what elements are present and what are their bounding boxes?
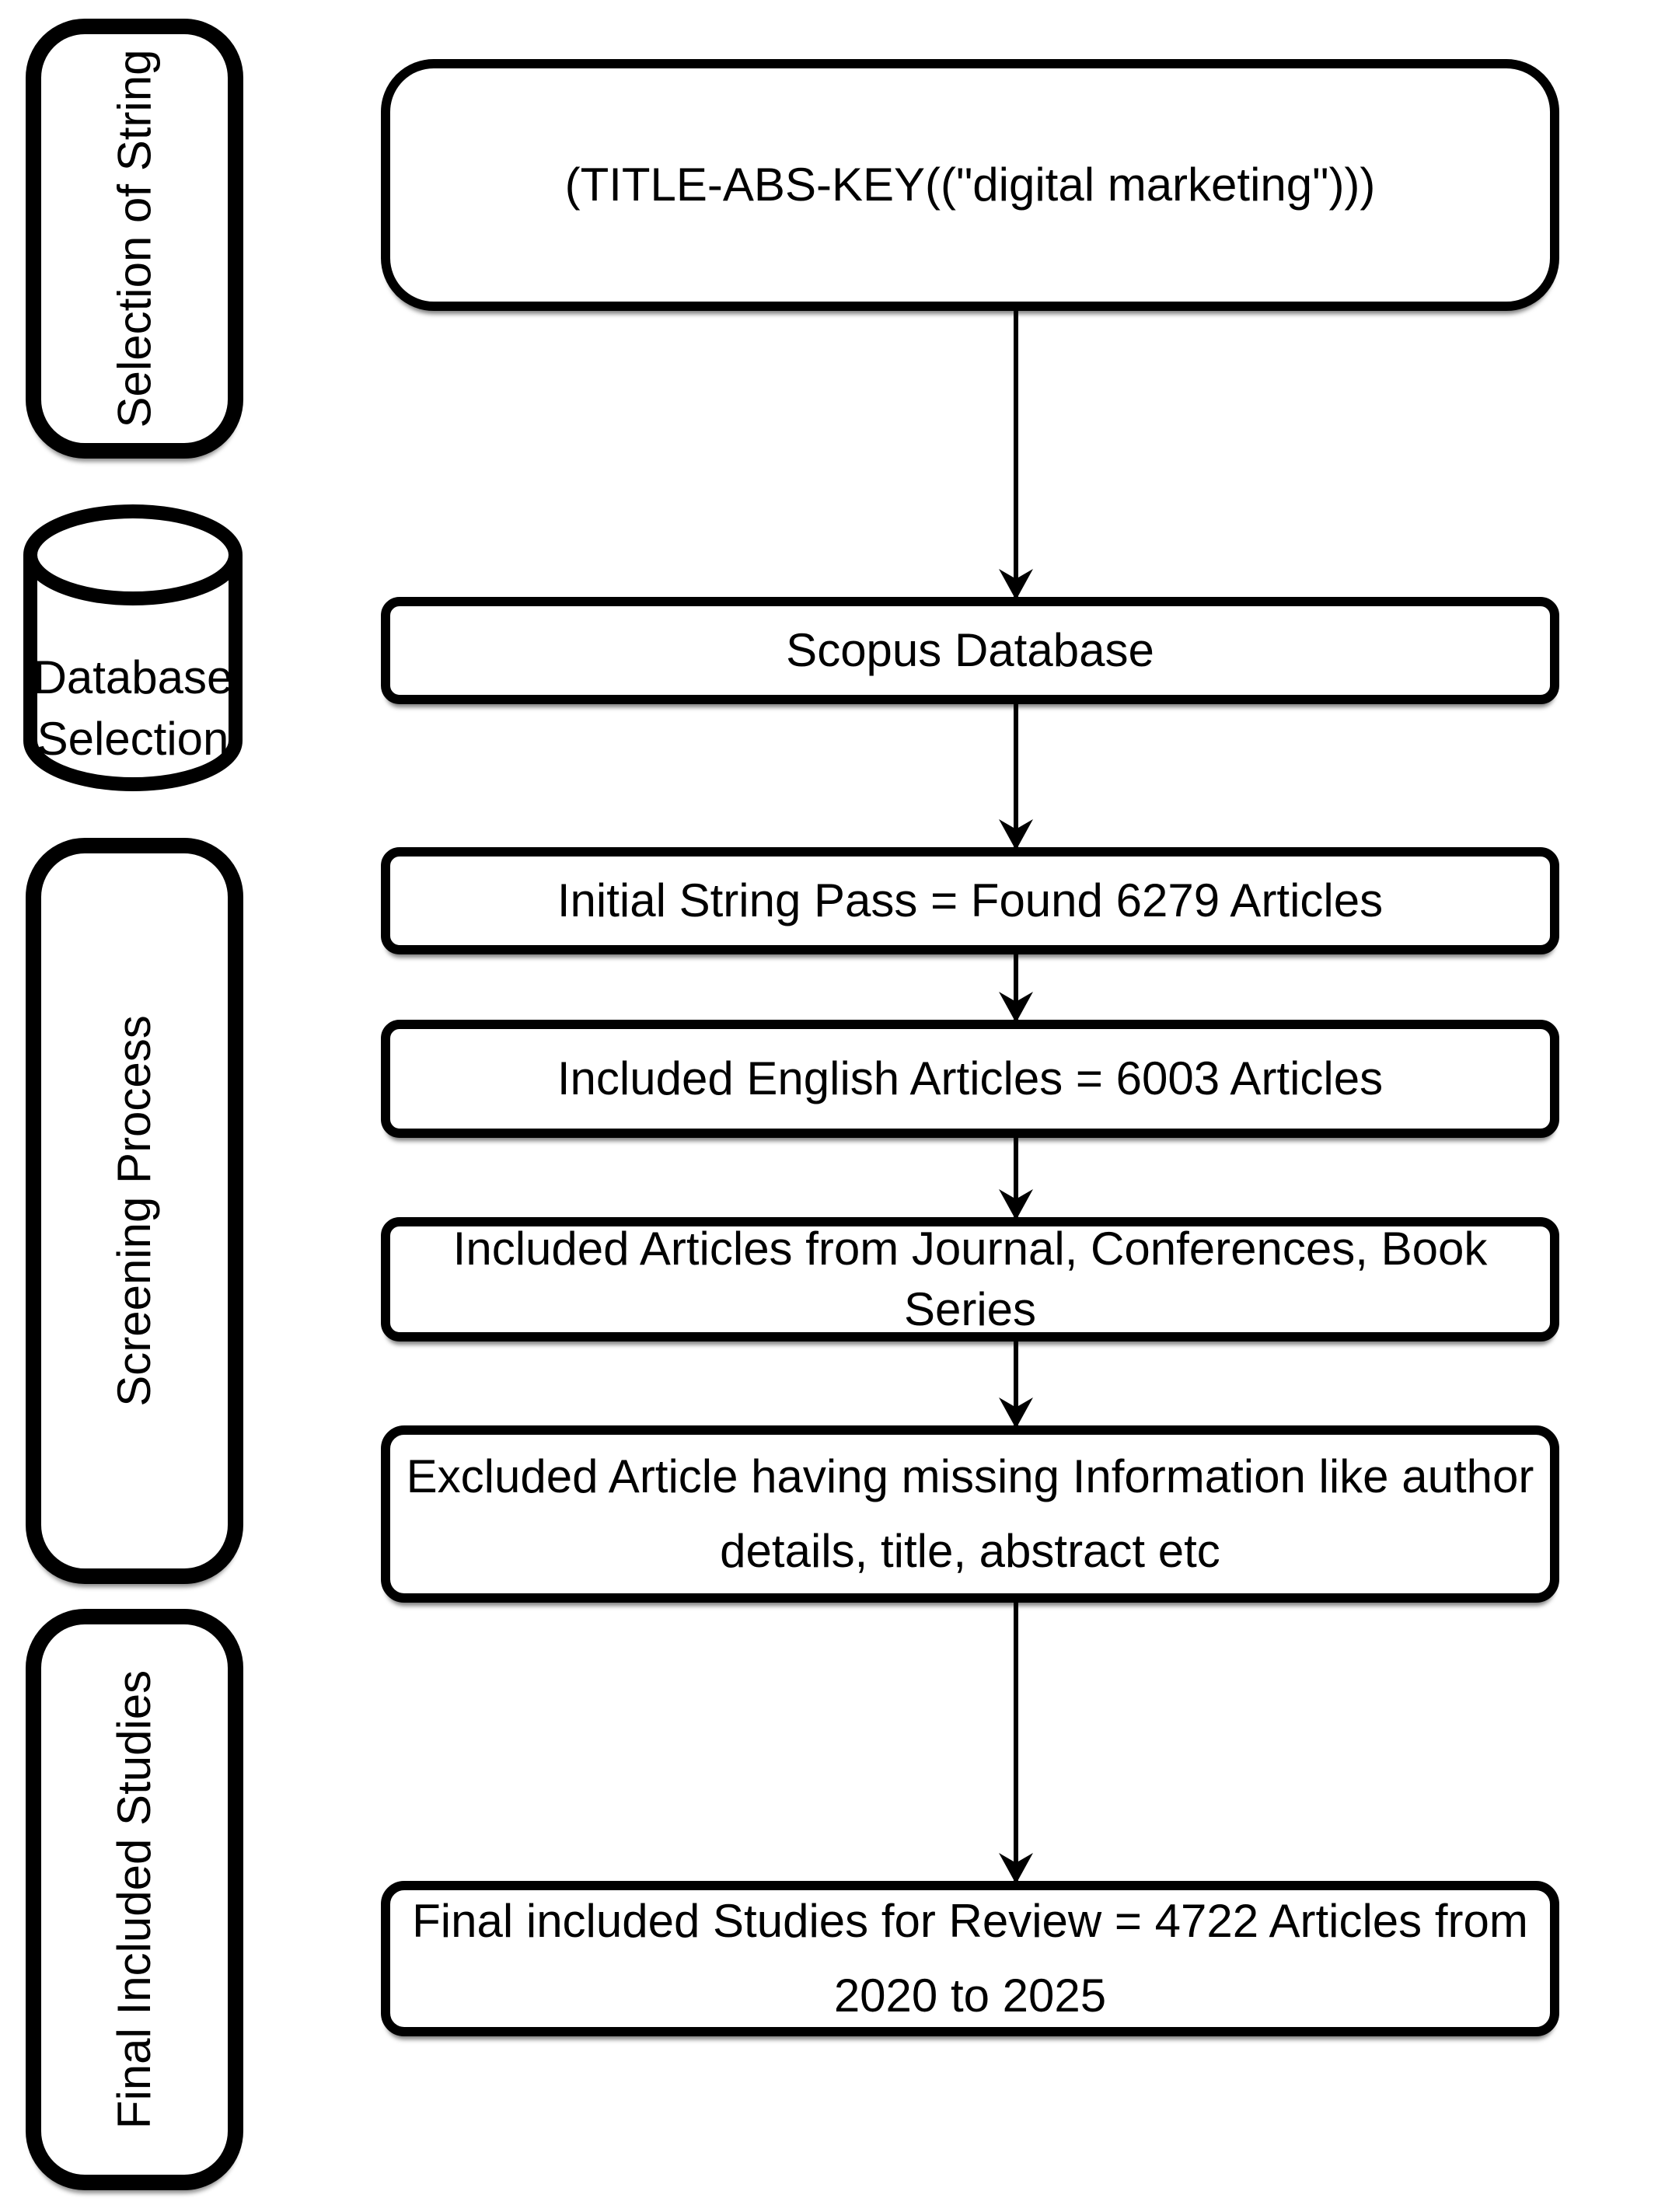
flow-box-source-types: Included Articles from Journal, Conferen… — [381, 1217, 1559, 1342]
flow-box-excluded-missing-info-text: Excluded Article having missing Informat… — [407, 1439, 1534, 1589]
stage-database-selection-label: Database Selection — [33, 651, 233, 766]
flow-box-english-articles: Included English Articles = 6003 Article… — [381, 1020, 1559, 1138]
flow-box-final-included-text: Final included Studies for Review = 4722… — [412, 1884, 1528, 2033]
flow-box-excluded-missing-info: Excluded Article having missing Informat… — [381, 1425, 1559, 1603]
flow-box-source-types-text: Included Articles from Journal, Conferen… — [453, 1219, 1488, 1340]
stage-final-included-studies: Final Included Studies — [26, 1609, 243, 2190]
flow-box-search-string-text: (TITLE-ABS-KEY(("digital marketing"))) — [565, 155, 1376, 215]
arrowhead-icon — [999, 819, 1033, 850]
database-cylinder-icon — [23, 504, 243, 791]
flow-box-search-string: (TITLE-ABS-KEY(("digital marketing"))) — [381, 59, 1559, 311]
arrowhead-icon — [999, 1397, 1033, 1429]
arrowhead-icon — [999, 569, 1033, 600]
source-types-line-1: Included Articles from Journal, Conferen… — [452, 1223, 1488, 1275]
flow-box-scopus-database-text: Scopus Database — [786, 620, 1154, 681]
stage-database-selection: Database Selection — [22, 504, 244, 796]
flow-box-initial-pass-text: Initial String Pass = Found 6279 Article… — [557, 870, 1383, 931]
flow-arrow-5 — [999, 1342, 1033, 1429]
stage-selection-of-string-label: Selection of String — [108, 49, 161, 428]
flow-arrow-6 — [999, 1603, 1033, 1884]
arrowhead-icon — [999, 1189, 1033, 1220]
flow-arrow-4 — [999, 1138, 1033, 1220]
excluded-missing-info-line-1: Excluded Article having missing Informat… — [406, 1450, 1534, 1502]
flow-box-scopus-database: Scopus Database — [381, 597, 1559, 704]
flow-box-english-articles-text: Included English Articles = 6003 Article… — [557, 1048, 1383, 1109]
flow-arrow-3 — [999, 954, 1033, 1023]
initial-pass-text: Initial String Pass = Found 6279 Article… — [557, 874, 1384, 926]
stage-screening-process: Screening Process — [26, 838, 243, 1584]
stage-final-included-studies-label: Final Included Studies — [108, 1669, 160, 2130]
excluded-missing-info-line-2: details, title, abstract etc — [720, 1525, 1220, 1577]
scopus-database-text: Scopus Database — [786, 624, 1154, 676]
final-included-line-2: 2020 to 2025 — [833, 1970, 1107, 2022]
arrowhead-icon — [999, 1853, 1033, 1884]
search-string-text: (TITLE-ABS-KEY(("digital marketing"))) — [564, 159, 1376, 211]
flow-box-initial-pass: Initial String Pass = Found 6279 Article… — [381, 847, 1559, 954]
flow-arrow-1 — [999, 311, 1033, 600]
english-articles-text: Included English Articles = 6003 Article… — [557, 1052, 1384, 1104]
flow-arrow-2 — [999, 704, 1033, 850]
flow-box-final-included: Final included Studies for Review = 4722… — [381, 1881, 1559, 2036]
source-types-line-2: Series — [903, 1283, 1037, 1335]
arrowhead-icon — [999, 992, 1033, 1023]
final-included-line-1: Final included Studies for Review = 4722… — [412, 1895, 1528, 1947]
stage-screening-process-label: Screening Process — [108, 1015, 160, 1407]
stage-selection-of-string: Selection of String — [26, 19, 243, 459]
